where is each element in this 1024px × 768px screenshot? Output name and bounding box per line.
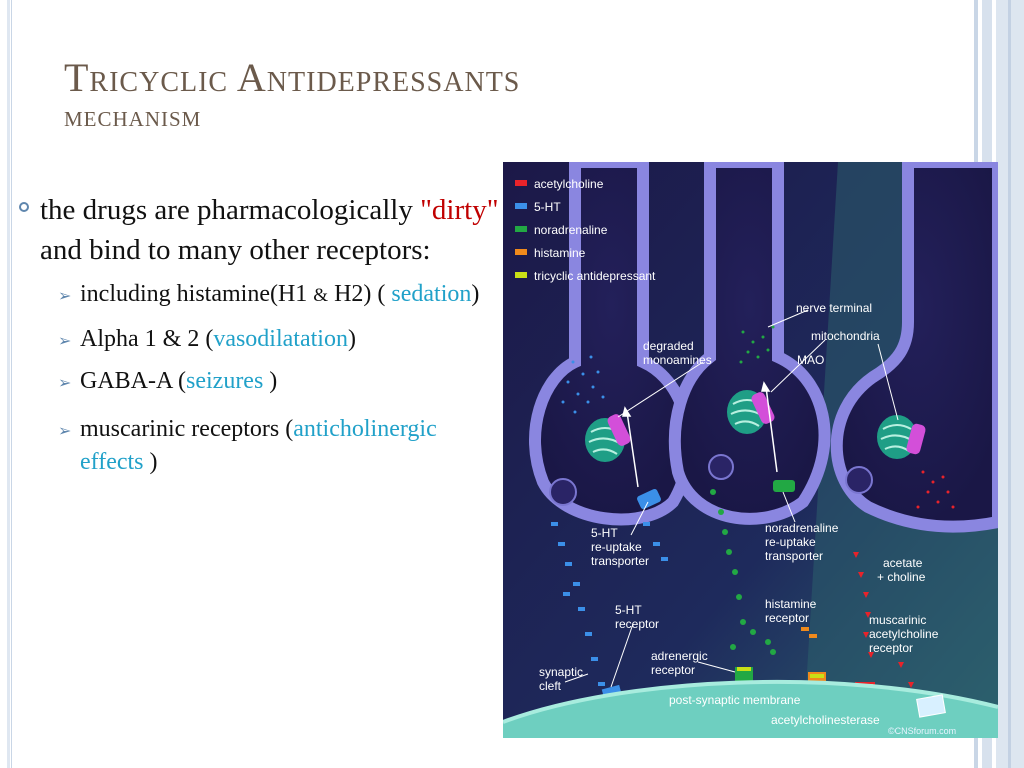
bullet-list: the drugs are pharmacologically "dirty" … <box>18 190 500 479</box>
sub-bullet-text: ) <box>143 449 158 475</box>
dirty-quote: "dirty" <box>420 194 499 226</box>
label-na-reuptake: noradrenaline <box>765 521 839 535</box>
nerve-terminals <box>529 162 998 533</box>
legend-swatch-tricyclic <box>515 272 527 278</box>
sub-bullet-text: Alpha 1 & 2 ( <box>80 326 214 352</box>
main-bullet-text-end: and bind to many other receptors: <box>40 234 431 266</box>
ht-transporter <box>637 488 661 510</box>
label-muscarinic: muscarinic <box>869 613 926 627</box>
sub-bullet-text: H2) ( <box>328 281 392 307</box>
main-bullet: the drugs are pharmacologically "dirty" … <box>18 190 500 270</box>
label-acetylcholinesterase: acetylcholinesterase <box>771 713 880 727</box>
bullet-circle-icon <box>19 202 29 212</box>
histamine-molecules <box>801 627 817 638</box>
degraded-dots-red <box>916 470 955 509</box>
label-ht-receptor: 5-HT <box>615 603 642 617</box>
ampersand: & <box>313 285 329 306</box>
sub-bullet-text: ) <box>263 368 278 394</box>
label-adrenergic: receptor <box>651 663 695 677</box>
label-na-reuptake: transporter <box>765 549 823 563</box>
arrow-bullet-icon: ➢ <box>58 421 72 440</box>
effect-vasodilatation: vasodilatation <box>213 326 348 352</box>
sub-bullet-alpha: ➢ Alpha 1 & 2 (vasodilatation) <box>18 323 500 356</box>
label-histamine-receptor: histamine <box>765 597 817 611</box>
vesicles <box>549 454 873 506</box>
legend-swatch-noradrenaline <box>515 226 527 232</box>
label-ht-reuptake: re-uptake <box>591 540 642 554</box>
label-adrenergic: adrenergic <box>651 649 708 663</box>
degraded-dots-blue <box>561 355 605 414</box>
mao-enzymes <box>607 392 926 455</box>
diagram-labels: nerve terminal mitochondria degraded mon… <box>539 301 956 736</box>
label-choline: + choline <box>877 570 926 584</box>
legend-swatch-acetylcholine <box>515 180 527 186</box>
label-synaptic: synaptic <box>539 665 583 679</box>
slide-title: Tricyclic Antidepressants mechanism <box>64 56 520 134</box>
legend-label: noradrenaline <box>534 223 608 237</box>
effect-sedation: sedation <box>391 281 472 307</box>
label-nerve-terminal: nerve terminal <box>796 301 872 315</box>
label-degraded: degraded <box>643 339 694 353</box>
label-credit: ©CNSforum.com <box>888 726 956 736</box>
label-acetate: acetate <box>883 556 923 570</box>
legend-label: tricyclic antidepressant <box>534 269 656 283</box>
left-frame-border <box>0 0 12 768</box>
legend-label: histamine <box>534 246 586 260</box>
label-pointers <box>564 309 899 688</box>
label-ht-reuptake: transporter <box>591 554 649 568</box>
effect-anticholinergic: anticholinergic effects <box>80 416 437 475</box>
label-cleft: cleft <box>539 679 562 693</box>
arrow-bullet-icon: ➢ <box>58 373 72 392</box>
sub-bullet-text: muscarinic receptors ( <box>80 416 294 442</box>
main-bullet-text: the drugs are pharmacologically <box>40 194 421 226</box>
legend-label: 5-HT <box>534 200 561 214</box>
sub-bullet-histamine: ➢ including histamine(H1 & H2) ( sedatio… <box>18 278 500 312</box>
label-muscarinic: acetylcholine <box>869 627 939 641</box>
sub-bullet-text: ) <box>347 326 356 352</box>
arrow-bullet-icon: ➢ <box>58 331 72 350</box>
legend-label: acetylcholine <box>534 177 604 191</box>
diagram-legend: acetylcholine 5-HT noradrenaline histami… <box>515 177 656 283</box>
label-na-reuptake: re-uptake <box>765 535 816 549</box>
reuptake-arrows <box>622 381 778 488</box>
acetylcholinesterase-enzyme <box>916 694 946 718</box>
label-monoamines: monoamines <box>643 353 712 367</box>
label-ht-receptor: receptor <box>615 617 659 631</box>
synapse-diagram: acetylcholine 5-HT noradrenaline histami… <box>503 162 998 738</box>
sub-bullet-text: ) <box>471 281 480 307</box>
label-muscarinic: receptor <box>869 641 913 655</box>
label-histamine-receptor: receptor <box>765 611 809 625</box>
na-transporter <box>773 480 795 492</box>
sub-bullet-text: GABA-A ( <box>80 368 186 394</box>
effect-seizures: seizures <box>186 368 264 394</box>
sub-bullet-muscarinic: ➢ muscarinic receptors (anticholinergic … <box>18 413 500 479</box>
na-molecules <box>710 489 776 655</box>
arrow-bullet-icon: ➢ <box>58 286 72 305</box>
title-sub: mechanism <box>64 100 202 133</box>
label-post-synaptic: post-synaptic membrane <box>669 693 801 707</box>
label-mitochondria: mitochondria <box>811 329 880 343</box>
sub-bullet-text: including histamine(H1 <box>80 281 314 307</box>
post-synaptic-membrane-shape <box>503 681 998 738</box>
legend-swatch-histamine <box>515 249 527 255</box>
label-mao: MAO <box>797 353 824 367</box>
sub-bullet-gaba: ➢ GABA-A (seizures ) <box>18 365 500 398</box>
label-ht-reuptake: 5-HT <box>591 526 618 540</box>
ach-molecules <box>853 552 914 688</box>
title-main: Tricyclic Antidepressants <box>64 55 521 100</box>
legend-swatch-5ht <box>515 203 527 209</box>
degraded-dots-green <box>739 325 775 364</box>
